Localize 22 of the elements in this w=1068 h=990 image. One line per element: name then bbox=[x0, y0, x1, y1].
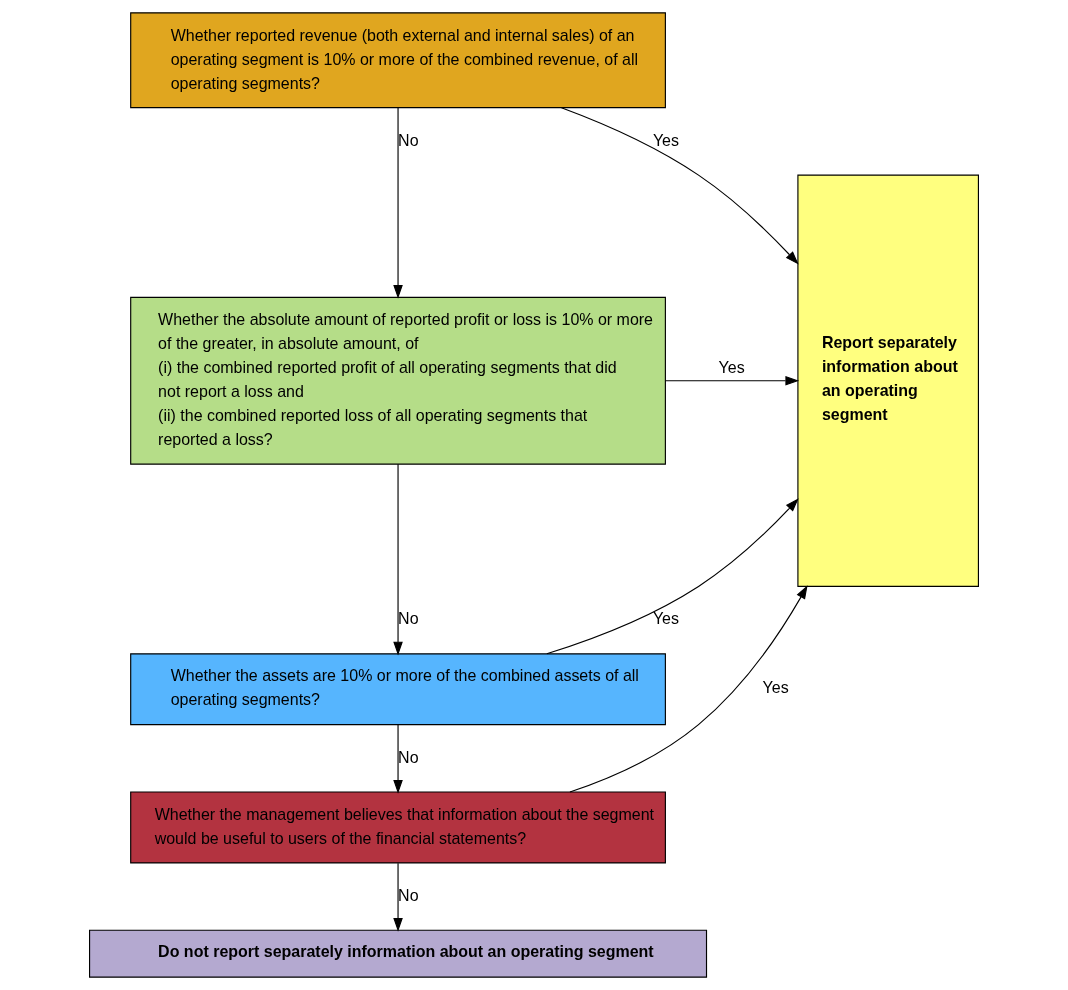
node-box: Whether the absolute amount of reported profit or loss is 10% or more of the greater, in absolute amount, of (i) the combined reported profit of all operating segments that did not report a loss and (ii) the combined reported loss of all operating segments that reported a loss? bbox=[130, 296, 666, 465]
arrow bbox=[393, 862, 403, 932]
arrow bbox=[393, 724, 403, 794]
arrow bbox=[560, 107, 799, 265]
edge-label: No bbox=[398, 610, 419, 628]
arrow bbox=[569, 585, 808, 793]
edge-label: Yes bbox=[652, 131, 679, 149]
edge-label: No bbox=[398, 748, 419, 766]
edge-label: Yes bbox=[762, 679, 789, 697]
node-box: Whether the assets are 10% or more of the combined assets of all operating segments? bbox=[130, 653, 666, 726]
node-box: Report separately information about an operating segment bbox=[797, 174, 979, 587]
arrow bbox=[665, 375, 800, 386]
edge-label: Yes bbox=[718, 358, 745, 376]
edge-label: No bbox=[398, 131, 419, 149]
edge-label: No bbox=[398, 886, 419, 904]
arrow bbox=[393, 463, 403, 656]
node-box: Whether the management believes that information about the segment would be useful to users of the financial statements? bbox=[130, 791, 666, 864]
arrow bbox=[393, 107, 403, 299]
edge-label: Yes bbox=[652, 610, 679, 628]
arrow bbox=[546, 498, 799, 655]
node-box: Do not report separately information about an operating segment bbox=[89, 929, 708, 978]
node-box: Whether reported revenue (both external and internal sales) of an operating segment is 10% or more of the combined revenue, of all operating segments? bbox=[130, 12, 666, 109]
